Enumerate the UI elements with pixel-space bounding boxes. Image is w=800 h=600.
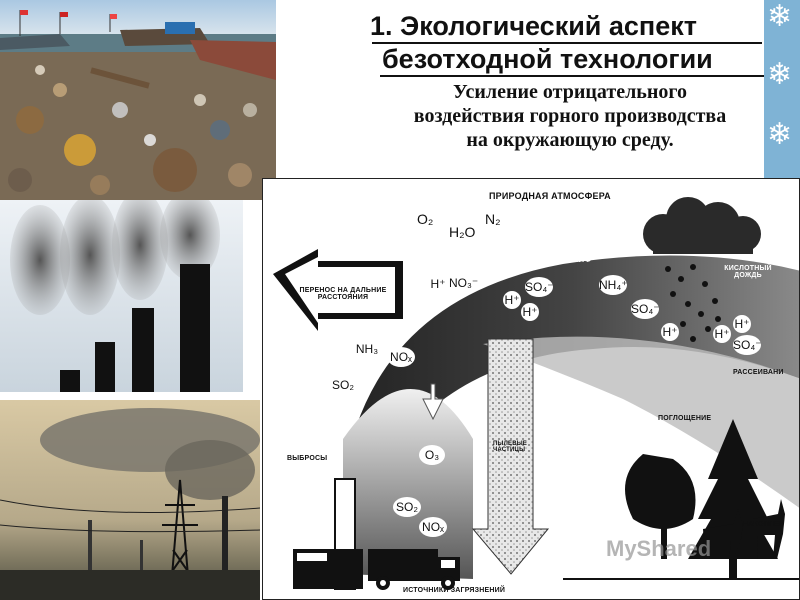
chem-nox: NOₓ [419,517,447,537]
title-underline-1 [372,42,762,44]
chem-so2: SO₂ [329,375,357,395]
title-underline-2 [380,75,764,77]
chem-so4: SO₄⁻ [733,335,762,355]
snowflake-icon: ❄ [767,0,793,33]
snowflake-icon: ❄ [767,58,793,91]
chem-h-plus: H⁺ [713,325,731,343]
title-line-1: 1. Экологический аспект [370,11,697,41]
label-dust: ПЫЛЕВЫЕ ЧАСТИЦЫ [493,441,528,453]
snowflake-decoration: ❄ ❄ ❄ [764,0,800,180]
chem-nh4: NH₄⁺ [599,275,628,295]
chem-h-plus: H⁺ [521,303,539,321]
photo-smoke-stacks [0,200,243,392]
subtitle-line-2: воздействия горного производства [413,105,727,127]
photo-power-plant [0,400,260,600]
photo-polluted-shore [0,0,276,200]
subtitle-line-3: на окружающую среду. [466,129,674,151]
chem-nh3: NH₃ [353,339,381,359]
chem-h-plus: H⁺ [733,315,751,333]
chem-nox: NOₓ [387,347,415,367]
label-sources: ИСТОЧНИКИ ЗАГРЯЗНЕНИЙ [403,587,506,594]
slide-subtitle: Усиление отрицательного воздействия горн… [350,80,790,152]
label-dispersion: РАССЕИВАНИ [733,369,784,376]
gas-n2: N₂ [485,211,501,227]
snowflake-icon: ❄ [767,118,793,151]
chem-no3: NO₃⁻ [449,273,478,293]
watermark: MyShared [606,536,712,561]
label-smoke-plume: ДЫМОВОЙ ШЛЕЙФ [511,255,592,264]
chem-so4: SO₄⁻ [525,277,554,297]
chem-so2: SO₂ [393,497,421,517]
chem-h-plus: H⁺ [661,323,679,341]
slide-title: 1. Экологический аспект безотходной техн… [360,10,780,76]
chem-h-plus: H⁺ [429,275,447,293]
label-absorption: ПОГЛОЩЕНИЕ [658,415,712,422]
chem-so4: SO₄⁻ [631,299,660,319]
label-acid-rain: КИСЛОТНЫЙ ДОЖДЬ [724,265,772,279]
label-long-transport: ПЕРЕНОС НА ДАЛЬНИЕ РАССТОЯНИЯ [299,287,387,301]
label-atmosphere: ПРИРОДНАЯ АТМОСФЕРА [489,191,611,201]
label-accumulation: НАКОПЛЕН [743,521,785,528]
chem-o3: O₃ [419,445,445,465]
gas-h2o: H₂O [449,224,476,240]
label-emissions: ВЫБРОСЫ [287,455,328,462]
pollution-diagram: ПРИРОДНАЯ АТМОСФЕРА O₂ H₂O N₂ ДЫМОВОЙ ШЛ… [262,178,800,600]
gas-o2: O₂ [417,211,434,227]
chem-h-plus: H⁺ [503,291,521,309]
subtitle-line-1: Усиление отрицательного [452,81,687,103]
title-line-2: безотходной технологии [382,44,713,74]
